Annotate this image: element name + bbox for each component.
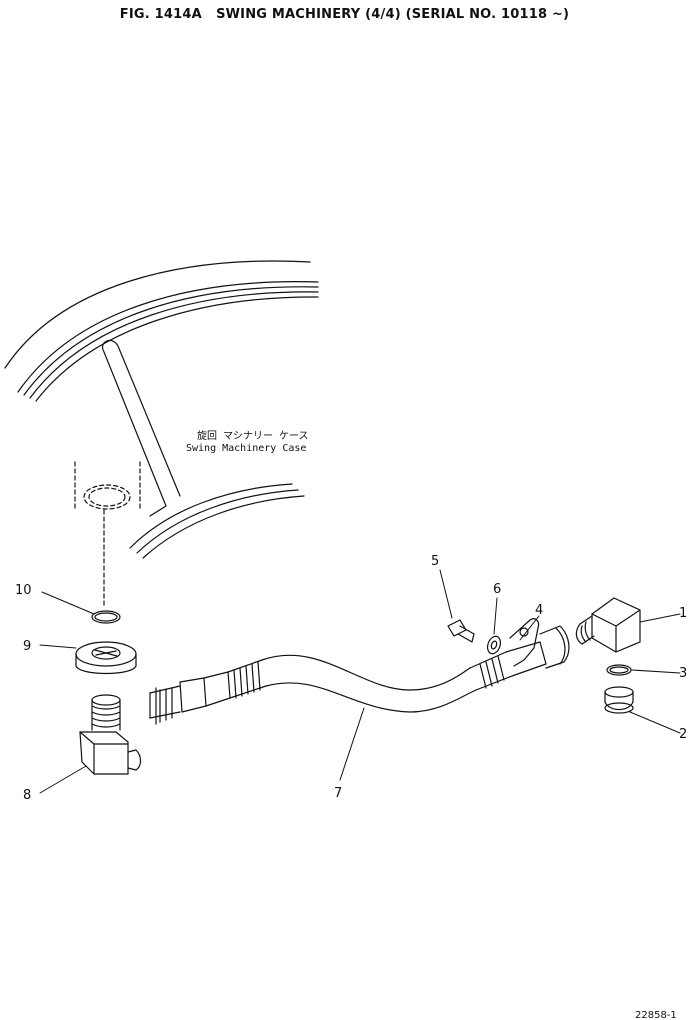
part-7-hose — [149, 625, 570, 725]
part-10-o-ring — [91, 610, 121, 624]
callout-5: 5 — [431, 554, 439, 569]
part-9-nut — [75, 641, 137, 675]
callout-numbers: 1 2 3 4 5 6 7 8 9 10 — [15, 554, 687, 803]
case-label-japanese: 旋回 マシナリー ケース — [197, 429, 309, 442]
sheet-number: 22858-1 — [635, 1010, 677, 1020]
leader-lines — [39, 569, 681, 794]
case-label-english: Swing Machinery Case — [186, 443, 306, 454]
page-title: FIG. 1414A SWING MACHINERY (4/4) (SERIAL… — [119, 7, 570, 22]
callout-2: 2 — [679, 727, 687, 742]
callout-10: 10 — [15, 583, 32, 598]
part-1-connector — [575, 597, 641, 653]
callout-3: 3 — [679, 666, 687, 681]
part-2-plug — [604, 686, 634, 714]
part-6-washer — [486, 635, 502, 655]
part-3-o-ring — [606, 664, 632, 676]
callout-8: 8 — [23, 788, 31, 803]
callout-6: 6 — [493, 582, 501, 597]
callout-7: 7 — [334, 786, 342, 801]
callout-4: 4 — [535, 603, 543, 618]
part-8-elbow — [79, 694, 142, 775]
part-4-clamp — [509, 618, 540, 667]
part-5-bolt — [447, 619, 475, 643]
swing-machinery-case — [4, 260, 319, 609]
callout-1: 1 — [679, 606, 687, 621]
callout-9: 9 — [23, 639, 31, 654]
